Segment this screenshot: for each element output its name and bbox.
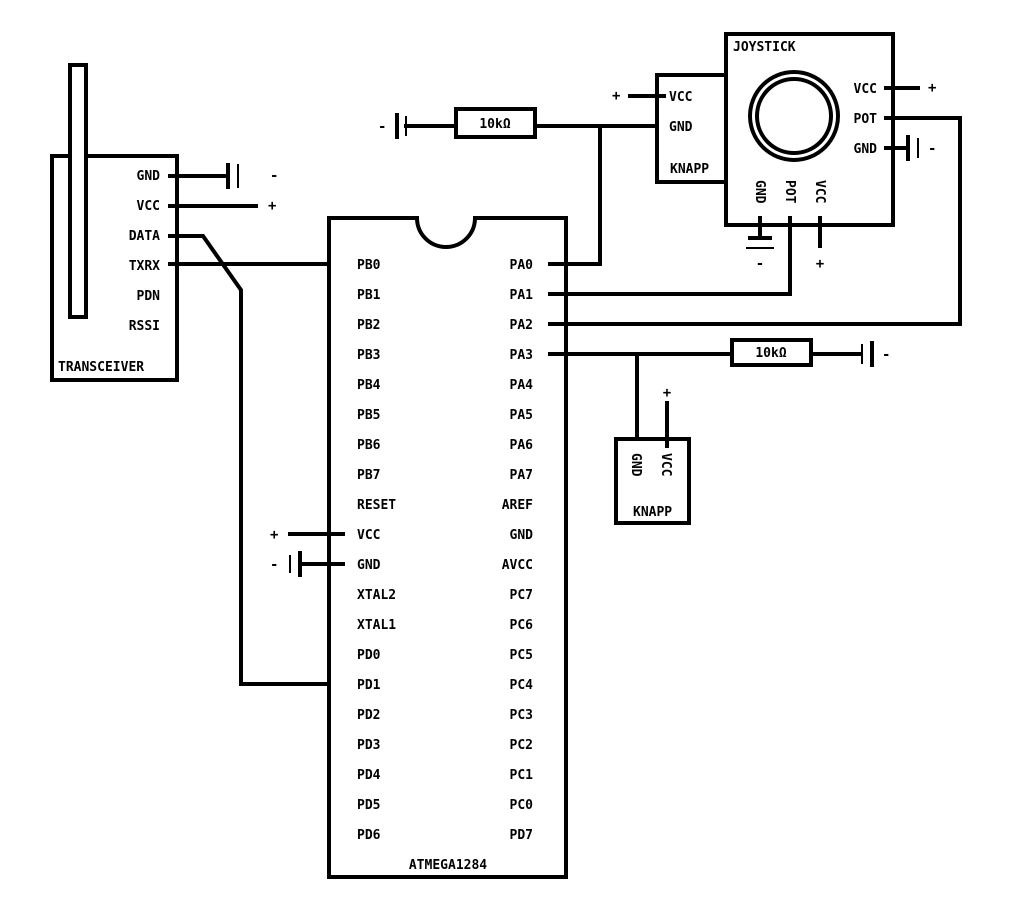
resistor-bottom-ground-sign: -: [882, 347, 890, 363]
mcu-left-pin-pb2: PB2: [357, 318, 380, 333]
wire-joystick-pot-to-pa1: [548, 216, 792, 296]
mcu-left-pin-reset: RESET: [357, 498, 396, 513]
mcu-right-pin-pc2: PC2: [510, 738, 533, 753]
knapp-top-pin-gnd: GND: [669, 120, 693, 135]
joystick-knob-inner: [755, 77, 833, 155]
mcu-right-pin-gnd: GND: [510, 528, 534, 543]
mcu-right-pin-pd7: PD7: [510, 828, 533, 843]
mcu-left-pin-pd0: PD0: [357, 648, 381, 663]
knapp-bottom-button: GND VCC KNAPP: [614, 437, 691, 525]
knapp-top-vcc-sign: +: [612, 88, 620, 104]
mcu-right-pin-pa6: PA6: [510, 438, 534, 453]
knapp-top-pin-vcc: VCC: [669, 90, 692, 105]
joystick-pin-pot: POT: [854, 112, 878, 127]
joystick-vcc-sign: +: [928, 80, 936, 96]
transceiver-vcc-sign: +: [268, 198, 276, 214]
knapp-bottom-title: KNAPP: [633, 505, 672, 520]
transceiver-pin-vcc: VCC: [137, 199, 160, 214]
transceiver-title: TRANSCEIVER: [58, 360, 144, 375]
mcu-vcc-sign: +: [270, 527, 278, 543]
mcu-left-pin-pd2: PD2: [357, 708, 380, 723]
resistor-bottom: [730, 338, 813, 367]
mcu-right-pin-pc7: PC7: [510, 588, 533, 603]
wire-data-to-pd1: [168, 234, 345, 686]
mcu-left-pin-vcc: VCC: [357, 528, 380, 543]
mcu-right-pin-pa5: PA5: [510, 408, 533, 423]
knapp-top-title: KNAPP: [670, 162, 709, 177]
mcu-gnd-sign: -: [270, 557, 278, 573]
resistor-top-label: 10kΩ: [479, 117, 510, 132]
mcu-left-pin-pd5: PD5: [357, 798, 380, 813]
knapp-bottom-body: [614, 437, 691, 525]
knapp-bottom-pin-vcc: VCC: [658, 453, 673, 476]
mcu-left-pin-pb3: PB3: [357, 348, 380, 363]
mcu-left-pin-pb7: PB7: [357, 468, 380, 483]
joystick-bottom-pin-vcc: VCC: [812, 180, 827, 203]
transceiver-pin-data: DATA: [129, 229, 160, 244]
mcu-right-pin-pa7: PA7: [510, 468, 533, 483]
joystick-bottom-pin-pot: POT: [782, 180, 797, 204]
mcu-left-pin-xtal1: XTAL1: [357, 618, 396, 633]
mcu-title: ATMEGA1284: [409, 858, 487, 873]
resistor-bottom-label: 10kΩ: [755, 346, 786, 361]
joystick-title: JOYSTICK: [733, 40, 796, 55]
knapp-bottom-vcc-sign: +: [663, 385, 671, 401]
joystick-gnd-sign: -: [928, 141, 936, 157]
joystick-bottom-vcc-sign: +: [816, 256, 824, 272]
wire-pa0-to-knapp: [548, 124, 602, 266]
mcu-left-pin-xtal2: XTAL2: [357, 588, 396, 603]
mcu-right-pin-pa0: PA0: [510, 258, 534, 273]
mcu-left-pin-pb5: PB5: [357, 408, 380, 423]
resistor-top-ground-sign: -: [378, 119, 386, 135]
mcu-left-pin-pb1: PB1: [357, 288, 381, 303]
mcu-left-pin-pd4: PD4: [357, 768, 381, 783]
mcu-right-pin-pc5: PC5: [510, 648, 533, 663]
mcu-left-pin-pd1: PD1: [357, 678, 381, 693]
joystick-pin-vcc: VCC: [854, 82, 877, 97]
joystick-bottom-gnd-sign: -: [756, 256, 764, 272]
mcu-left-pin-pb0: PB0: [357, 258, 381, 273]
mcu-right-pin-aref: AREF: [502, 498, 533, 513]
mcu-right-pin-pa4: PA4: [510, 378, 534, 393]
joystick-module: JOYSTICK VCC POT GND GND POT VCC: [724, 32, 895, 227]
mcu-right-pin-pc1: PC1: [510, 768, 534, 783]
transceiver-pin-rssi: RSSI: [129, 319, 160, 334]
wire-joystick-pot-to-pa2: [548, 116, 962, 326]
mcu-right-pin-pa2: PA2: [510, 318, 533, 333]
knapp-bottom-pin-gnd: GND: [628, 453, 643, 477]
mcu-body: [327, 216, 568, 879]
mcu-right-pin-pa1: PA1: [510, 288, 534, 303]
knapp-top-button: VCC GND KNAPP: [655, 73, 728, 184]
mcu-right-pin-pc0: PC0: [510, 798, 534, 813]
transceiver-pin-pdn: PDN: [137, 289, 161, 304]
joystick-bottom-pin-gnd: GND: [752, 180, 767, 204]
transceiver-pin-txrx: TXRX: [129, 259, 160, 274]
mcu-right-pin-pa3: PA3: [510, 348, 533, 363]
transceiver-module: TRANSCEIVER GND VCC DATA TXRX PDN RSSI: [50, 63, 179, 382]
joystick-pin-gnd: GND: [854, 142, 878, 157]
mcu-left-pin-pb6: PB6: [357, 438, 381, 453]
mcu-left-pin-pb4: PB4: [357, 378, 381, 393]
mcu-left-pin-gnd: GND: [357, 558, 381, 573]
mcu-right-pin-pc3: PC3: [510, 708, 533, 723]
transceiver-pin-gnd: GND: [137, 169, 161, 184]
transceiver-gnd-sign: -: [270, 168, 278, 184]
mcu-left-pin-pd3: PD3: [357, 738, 380, 753]
microcontroller: ATMEGA1284 PB0PB1PB2PB3PB4PB5PB6PB7RESET…: [327, 216, 568, 879]
mcu-right-pin-pc4: PC4: [510, 678, 534, 693]
resistor-top: [454, 107, 537, 139]
mcu-left-pin-pd6: PD6: [357, 828, 381, 843]
transceiver-antenna: [68, 63, 88, 319]
mcu-right-pin-avcc: AVCC: [502, 558, 533, 573]
mcu-right-pin-pc6: PC6: [510, 618, 534, 633]
